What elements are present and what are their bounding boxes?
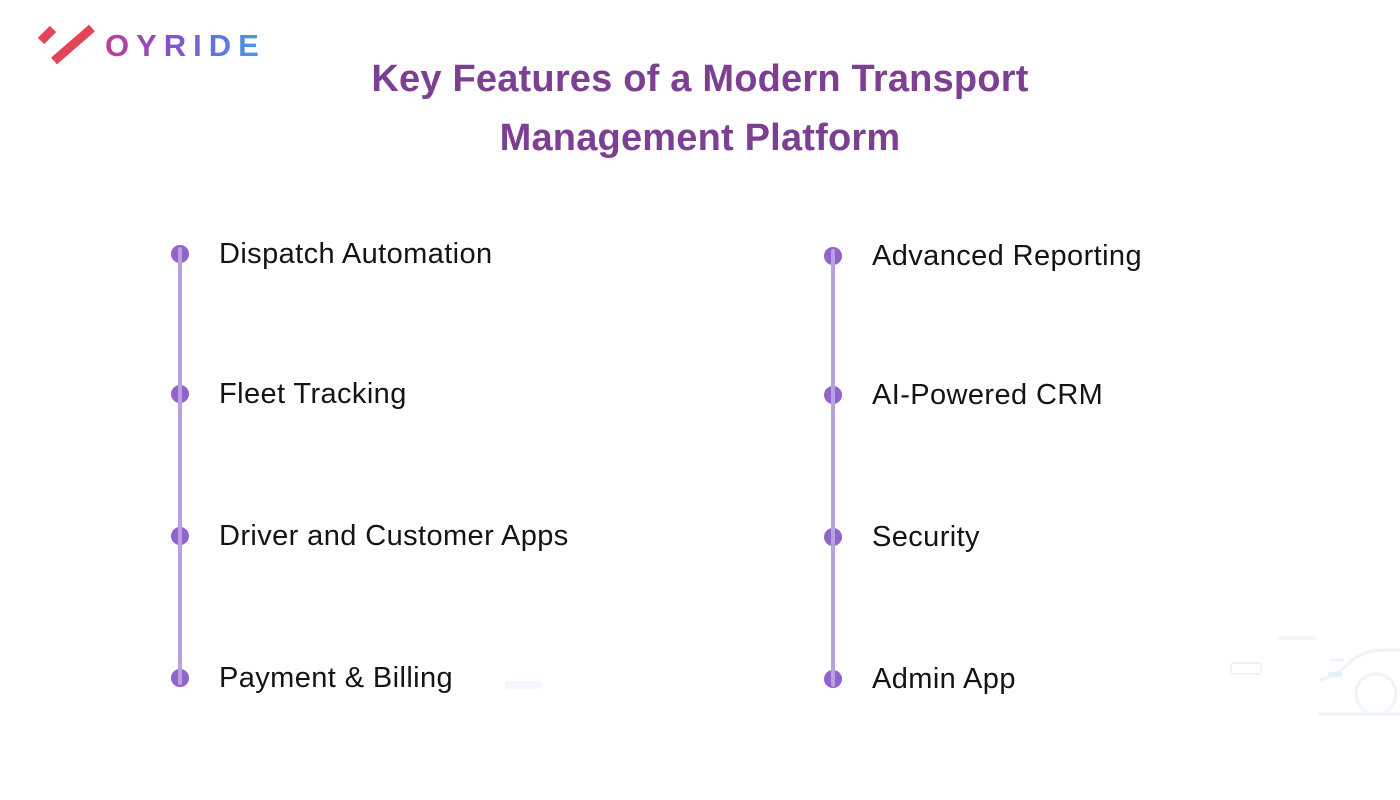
watermark-bar	[1277, 636, 1317, 640]
feature-label: Security	[872, 520, 980, 553]
feature-item: Dispatch Automation	[171, 236, 493, 272]
watermark-bar	[505, 681, 541, 689]
feature-label: Driver and Customer Apps	[219, 519, 569, 552]
feature-item: Driver and Customer Apps	[171, 518, 569, 554]
feature-item: Admin App	[824, 661, 1016, 697]
feature-item: Payment & Billing	[171, 660, 453, 696]
zoyride-logo: OYRIDE	[35, 16, 266, 70]
page-title-line2: Management Platform	[499, 117, 901, 159]
page-title: Key Features of a Modern Transport Manag…	[0, 50, 1400, 168]
feature-label: Advanced Reporting	[872, 239, 1142, 272]
feature-item: Fleet Tracking	[171, 376, 407, 412]
logo-wordmark: OYRIDE	[105, 27, 266, 63]
feature-label: Admin App	[872, 662, 1016, 695]
feature-item: AI-Powered CRM	[824, 377, 1103, 413]
timeline-track	[178, 247, 182, 685]
watermark-rect-icon	[1230, 662, 1262, 675]
feature-label: Dispatch Automation	[219, 237, 493, 270]
feature-label: AI-Powered CRM	[872, 378, 1104, 411]
feature-item: Advanced Reporting	[824, 238, 1142, 274]
page-title-line1: Key Features of a Modern Transport	[371, 58, 1029, 100]
timeline-track	[831, 249, 835, 687]
feature-label: Fleet Tracking	[219, 377, 407, 410]
double-z-icon	[37, 22, 97, 66]
feature-label: Payment & Billing	[219, 661, 454, 694]
feature-item: Security	[824, 519, 980, 555]
watermark-car-outline-icon	[1318, 648, 1400, 716]
